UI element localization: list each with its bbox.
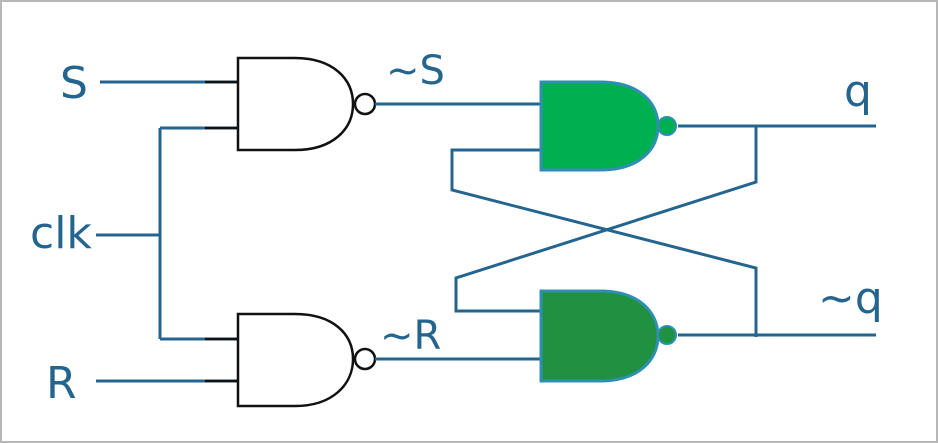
label-notS: ~S — [386, 48, 445, 94]
top-nand-input-leads — [205, 80, 238, 130]
latch-top-bubble — [657, 116, 677, 136]
label-notR: ~R — [380, 313, 441, 359]
top-nand-bubble — [353, 92, 377, 116]
latch-bottom-bubble — [657, 325, 677, 345]
bottom-nand-bubble — [353, 347, 377, 371]
bottom-nand-gate — [236, 312, 355, 408]
latch-top-nand-gate — [539, 80, 660, 172]
label-clk: clk — [30, 208, 92, 259]
wire-clk-bus — [96, 126, 238, 341]
wire-bottom-feedback-input — [454, 127, 758, 313]
label-s: S — [60, 58, 88, 109]
latch-bottom-nand-gate — [539, 289, 660, 383]
bottom-nand-input-leads — [205, 337, 238, 383]
top-nand-gate — [236, 56, 355, 152]
wire-top-feedback-input — [450, 148, 758, 337]
label-r: R — [46, 358, 77, 409]
label-q: q — [844, 66, 872, 117]
label-notq: ~q — [818, 273, 883, 324]
